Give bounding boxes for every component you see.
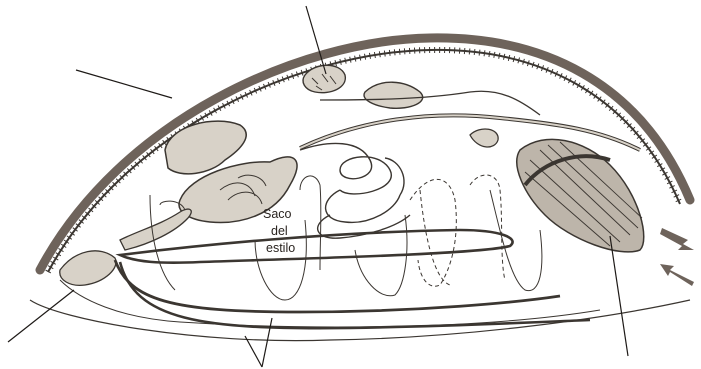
- intestine-coil: [300, 143, 410, 238]
- labial-palps: [60, 251, 116, 286]
- body-outline: [30, 300, 690, 341]
- style-sac-label-line3: estilo: [266, 241, 295, 255]
- foot-outline: [60, 280, 600, 327]
- ventricle: [364, 82, 423, 108]
- leader-heart: [306, 6, 326, 74]
- visceral-nerve-upper: [115, 260, 560, 312]
- leader-palps: [8, 290, 74, 342]
- aorta: [320, 91, 540, 115]
- esophagus: [120, 209, 191, 250]
- style-sac-label-line2: del: [271, 224, 288, 238]
- posterior-vessel: [470, 129, 498, 147]
- leader-nerve-b: [262, 318, 272, 367]
- visceral-nerve-lower: [120, 262, 590, 328]
- water-flow-arrows: [660, 228, 694, 286]
- leader-shell: [76, 70, 172, 98]
- style-sac-tube: [120, 230, 513, 263]
- leader-adductor: [610, 236, 628, 356]
- style-sac-label-line1: Saco: [263, 207, 292, 221]
